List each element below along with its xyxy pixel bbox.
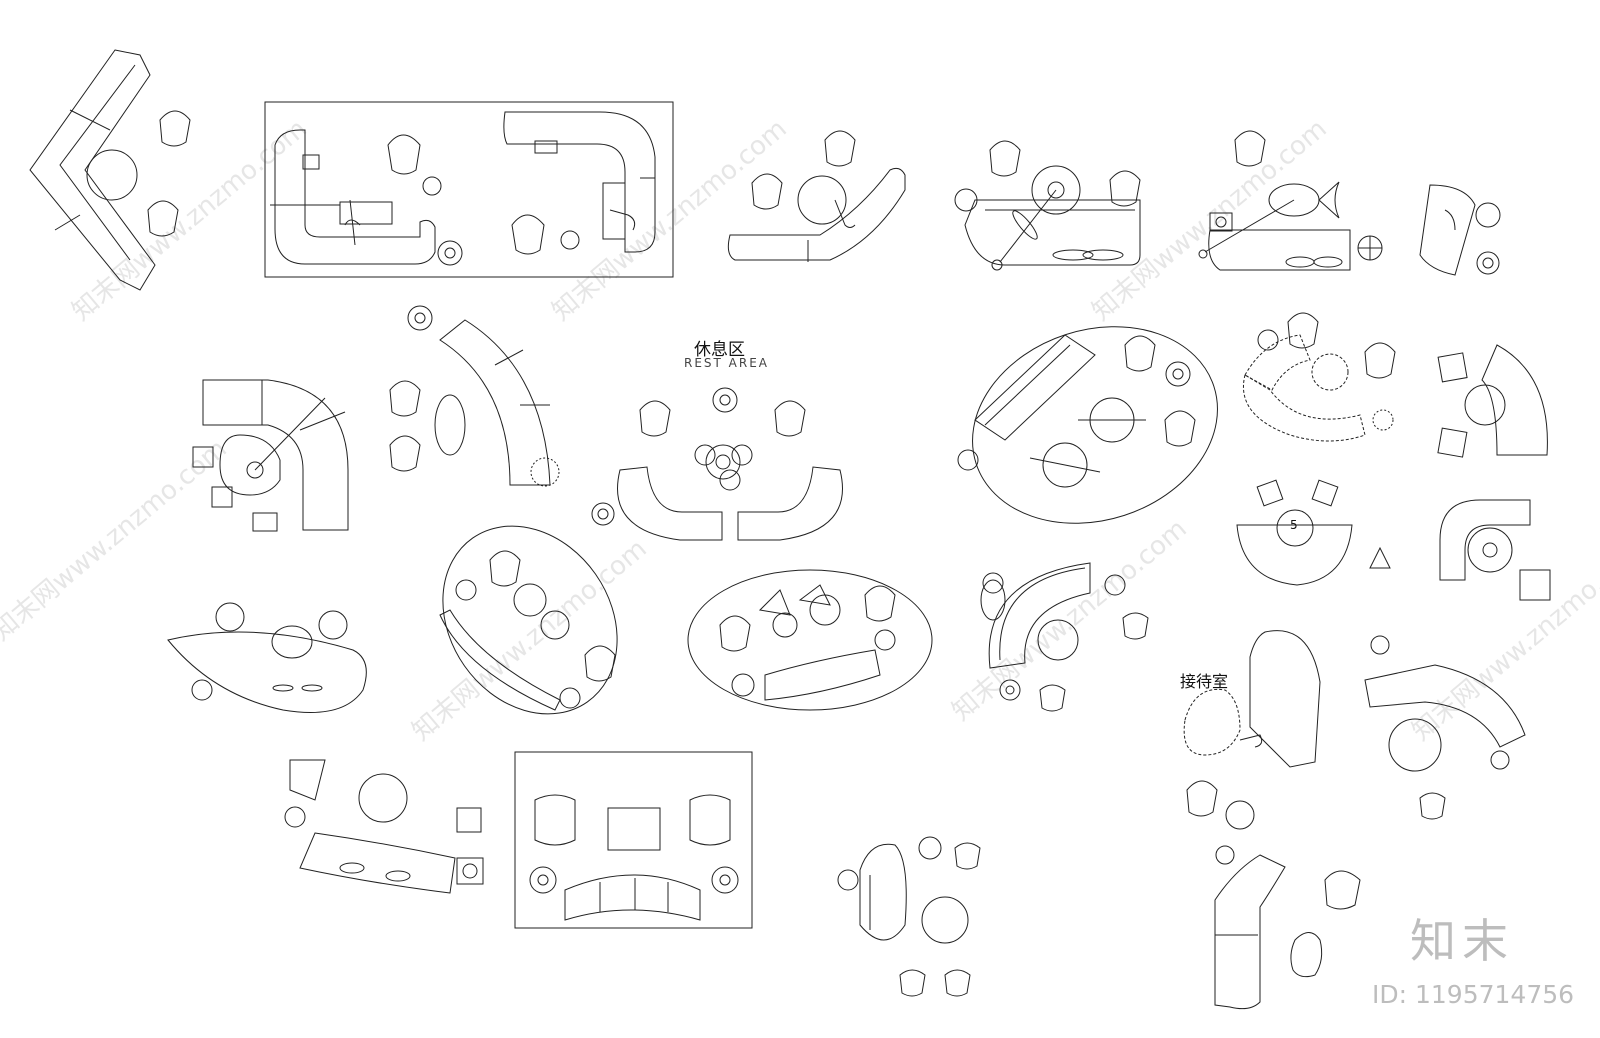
image-id-text: ID: 1195714756 [1372, 980, 1575, 1009]
sofa-round-tables-bottom [838, 837, 980, 996]
arc-sofa-lower-center [981, 563, 1148, 711]
oval-sofa-set-large [947, 296, 1243, 554]
curved-bench-top-right [1420, 185, 1500, 275]
boxed-sofa-set-bottom [515, 752, 752, 928]
quarter-circle-sofa [1440, 500, 1550, 600]
boxed-sofa-layout [265, 102, 673, 277]
rest-area-set [592, 388, 843, 540]
rest-area-subtitle: REST AREA [684, 356, 770, 370]
horizontal-oval-set [688, 570, 932, 710]
sofa-teardrop-table-set [1199, 131, 1382, 270]
l-sofa-bottom-right [1215, 846, 1360, 1009]
reception-room-set [1184, 631, 1320, 829]
reception-room-title: 接待室 [1180, 672, 1229, 691]
marker-number: 5 [1290, 518, 1298, 532]
sofa-round-table-set [728, 131, 905, 262]
curved-desk-left [168, 603, 366, 713]
curved-sofa-far-right [1438, 345, 1547, 457]
half-circle-marker-set [1237, 480, 1390, 585]
chaise-desk-bottom-left [285, 760, 483, 893]
l-sofa-set-1 [30, 50, 190, 290]
dashed-arc-set [1243, 313, 1395, 441]
curved-sofa-bottom-right [1365, 636, 1525, 819]
brand-logo: 知末 [1410, 914, 1514, 968]
curved-corner-sofa [193, 380, 348, 531]
arc-sofa-oval-table [390, 306, 559, 486]
rest-area-title: 休息区 [694, 340, 745, 360]
long-sofa-lamp-set [955, 141, 1140, 270]
tilted-oval-set [407, 492, 653, 748]
